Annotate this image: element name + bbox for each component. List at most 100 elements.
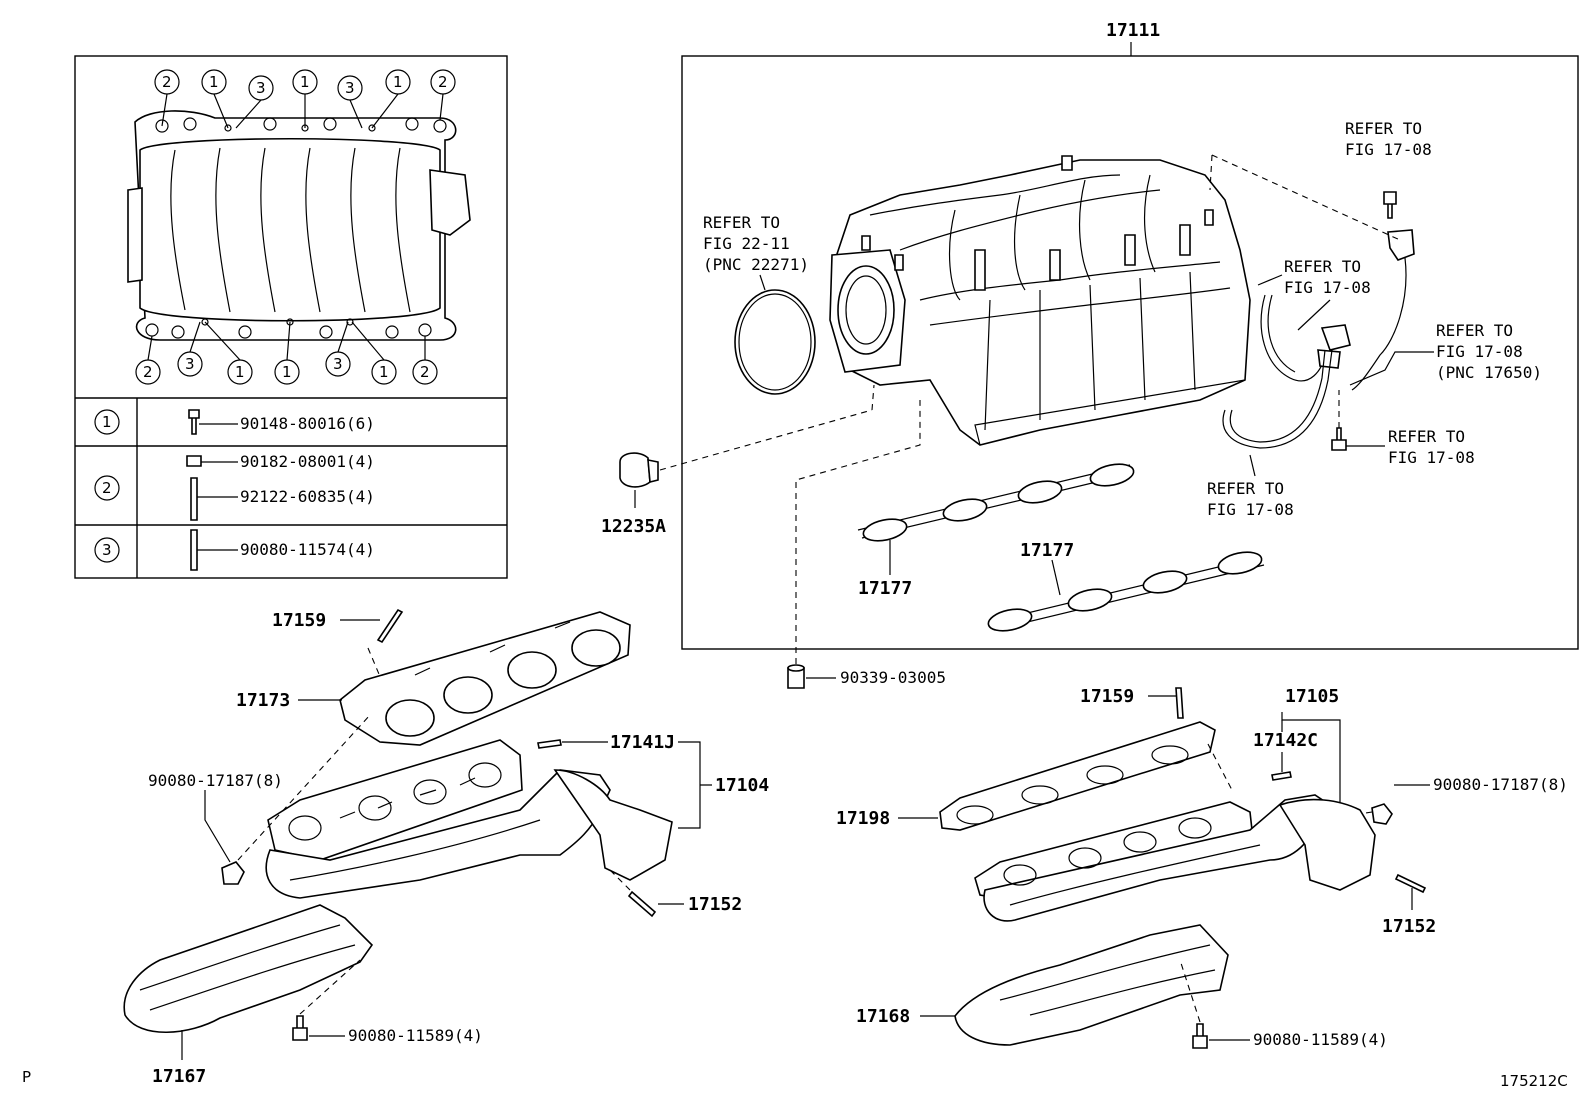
callout-3: 3 — [185, 355, 195, 373]
stud-icon — [1271, 771, 1292, 781]
svg-text:REFER TO: REFER TO — [1207, 479, 1284, 498]
stud-icon — [537, 739, 562, 749]
o-ring — [734, 289, 816, 395]
label-17105: 17105 — [1285, 686, 1339, 707]
inset-panel: 2 1 3 1 3 1 2 2 3 1 1 3 1 2 — [74, 55, 508, 579]
callout-3: 3 — [256, 79, 266, 97]
label-17168: 17168 — [856, 1006, 910, 1027]
figure-code: 175212C — [1500, 1072, 1568, 1090]
intake-manifold-drawing — [829, 155, 1251, 446]
svg-text:REFER TO: REFER TO — [1388, 427, 1465, 446]
bolt-icon — [1383, 191, 1397, 219]
note-refer-hose: REFER TO FIG 17-08 — [1207, 454, 1294, 519]
intake-section: 17111 REFER TO FIG 22-11 (PNC — [681, 20, 1579, 650]
table-row: 3 90080-11574(4) — [94, 529, 375, 571]
note-refer-bolt: REFER TO FIG 17-08 — [1388, 427, 1475, 467]
table-ref: 3 — [102, 541, 112, 559]
callout-2: 2 — [438, 73, 448, 91]
manifold-17104 — [265, 739, 673, 899]
vsv-icon — [1317, 324, 1351, 369]
label-90080-11589: 90080-11589(4) — [1253, 1030, 1388, 1049]
label-17173: 17173 — [236, 690, 290, 711]
label-90080-17187: 90080-17187(8) — [148, 771, 283, 790]
label-17198: 17198 — [836, 808, 890, 829]
stud-icon — [627, 890, 657, 918]
insulator-17167 — [123, 904, 374, 1033]
inset-table: 1 90148-80016(6) 2 90182-08001(4) 92122-… — [75, 397, 507, 578]
label-17177: 17177 — [1020, 540, 1074, 561]
label-17141J: 17141J — [610, 732, 675, 753]
callout-3: 3 — [333, 355, 343, 373]
exhaust-right-section: 17159 17105 17142C 90080-17187(8) 17198 — [836, 686, 1568, 1049]
label-17142C: 17142C — [1253, 730, 1318, 751]
label-17152: 17152 — [688, 894, 742, 915]
callout-2: 2 — [420, 363, 430, 381]
svg-text:FIG 17-08: FIG 17-08 — [1284, 278, 1371, 297]
note-throttle-refer: REFER TO FIG 22-11 (PNC 22271) — [703, 213, 809, 291]
nut-icon — [1371, 803, 1393, 825]
label-17159: 17159 — [272, 610, 326, 631]
callout-2: 2 — [143, 363, 153, 381]
callout-1: 1 — [282, 363, 292, 381]
inset-manifold-drawing — [127, 110, 471, 341]
label-17177: 17177 — [858, 578, 912, 599]
label-90080-17187: 90080-17187(8) — [1433, 775, 1568, 794]
bolt-icon — [1192, 1023, 1208, 1049]
plug-12235A: 12235A — [601, 384, 875, 537]
exhaust-left-section: 17159 17173 17141J 17104 — [123, 608, 769, 1087]
svg-text:(PNC 17650): (PNC 17650) — [1436, 363, 1542, 382]
manifold-17105 — [974, 794, 1376, 922]
bolt-icon — [1331, 427, 1347, 451]
gasket-17198 — [939, 721, 1216, 831]
inset-callouts-top: 2 1 3 1 3 1 2 — [154, 69, 456, 129]
svg-text:FIG 17-08: FIG 17-08 — [1345, 140, 1432, 159]
sleeve-90339-03005: 90339-03005 — [787, 400, 946, 689]
part-number: 90080-11574(4) — [240, 540, 375, 559]
label-17104: 17104 — [715, 775, 769, 796]
sensor-icon — [1387, 229, 1415, 261]
insulator-17168 — [954, 924, 1229, 1046]
note-refer-right: REFER TO FIG 17-08 (PNC 17650) — [1349, 321, 1542, 386]
svg-text:REFER TO: REFER TO — [1345, 119, 1422, 138]
nut-icon — [221, 861, 245, 885]
table-row: 1 90148-80016(6) — [94, 409, 375, 435]
callout-1: 1 — [300, 73, 310, 91]
callout-1: 1 — [235, 363, 245, 381]
bolt-icon — [292, 1015, 308, 1041]
callout-3: 3 — [345, 79, 355, 97]
svg-text:FIG 17-08: FIG 17-08 — [1388, 448, 1475, 467]
note-refer-top: REFER TO FIG 17-08 — [1345, 119, 1432, 159]
label-17152: 17152 — [1382, 916, 1436, 937]
label-17167: 17167 — [152, 1066, 206, 1087]
stud-icon — [1394, 873, 1427, 894]
gasket-17177-right: 17177 — [987, 540, 1265, 632]
callout-1: 1 — [393, 73, 403, 91]
note-refer-mid: REFER TO FIG 17-08 — [1257, 257, 1371, 331]
gasket-17177-left: 17177 — [857, 463, 1135, 599]
callout-1: 1 — [209, 73, 219, 91]
svg-text:REFER TO: REFER TO — [703, 213, 780, 232]
label-17159: 17159 — [1080, 686, 1134, 707]
corner-mark-left: P — [22, 1068, 31, 1086]
table-ref: 1 — [102, 413, 112, 431]
table-row: 2 90182-08001(4) 92122-60835(4) — [94, 452, 375, 521]
svg-text:REFER TO: REFER TO — [1436, 321, 1513, 340]
inset-border — [74, 55, 508, 579]
part-number: 92122-60835(4) — [240, 487, 375, 506]
inset-callouts-bottom: 2 3 1 1 3 1 2 — [135, 321, 438, 385]
svg-text:REFER TO: REFER TO — [1284, 257, 1361, 276]
callout-2: 2 — [162, 73, 172, 91]
part-number: 90148-80016(6) — [240, 414, 375, 433]
label-90339-03005: 90339-03005 — [840, 668, 946, 687]
svg-text:FIG 22-11: FIG 22-11 — [703, 234, 790, 253]
stud-icon — [1175, 687, 1184, 719]
intake-box — [681, 55, 1579, 650]
label-90080-11589: 90080-11589(4) — [348, 1026, 483, 1045]
svg-text:FIG 17-08: FIG 17-08 — [1436, 342, 1523, 361]
svg-text:(PNC 22271): (PNC 22271) — [703, 255, 809, 274]
stud-icon — [376, 608, 404, 644]
label-17111: 17111 — [1106, 20, 1160, 41]
label-12235A: 12235A — [601, 516, 666, 537]
svg-text:FIG 17-08: FIG 17-08 — [1207, 500, 1294, 519]
